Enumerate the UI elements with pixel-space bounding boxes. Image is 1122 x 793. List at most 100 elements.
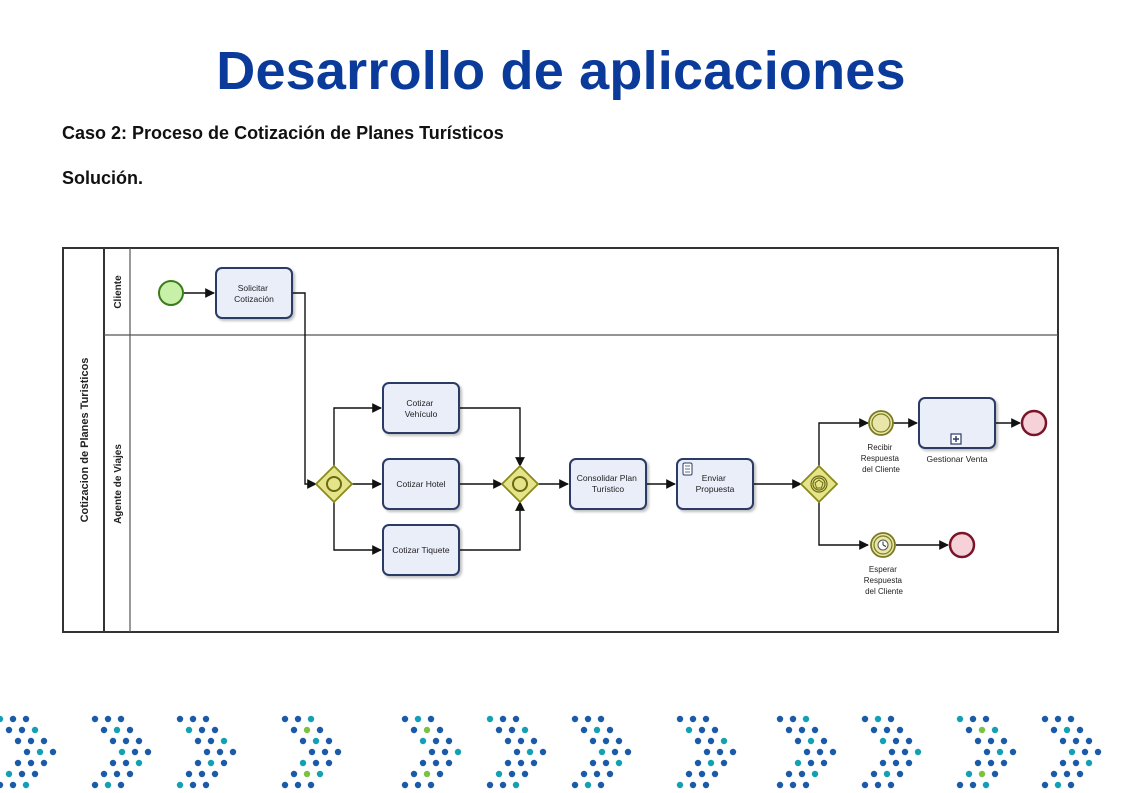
svg-text:Esperar Respuesta: Esperar Respuesta del Cliente [864,565,904,596]
pattern-dot [811,770,819,778]
pattern-dot [131,748,139,756]
pattern-dot [194,759,202,767]
pattern-dot [495,726,503,734]
pattern-dot [887,715,895,723]
pattern-dot [956,781,964,789]
pattern-dot [1081,748,1089,756]
pattern-dot [711,770,719,778]
pattern-dot [676,781,684,789]
pattern-dot [676,715,684,723]
subprocess-plus-icon [950,433,962,445]
pattern-dot [978,726,986,734]
pattern-dot [316,726,324,734]
pattern-dot [1054,781,1062,789]
pattern-dot [18,726,26,734]
pattern-dot [307,715,315,723]
case-subtitle: Caso 2: Proceso de Cotización de Planes … [62,123,504,143]
pattern-dot [694,737,702,745]
pattern-dot [689,715,697,723]
pattern-dot [615,759,623,767]
pattern-dot [508,726,516,734]
event-label: Recibir [867,443,892,452]
pattern-dot [401,715,409,723]
pattern-dot [508,770,516,778]
pattern-dot [117,781,125,789]
pattern-dot [883,726,891,734]
pattern-dot [499,781,507,789]
pattern-dot [410,770,418,778]
pattern-dot [794,759,802,767]
pattern-dot [316,770,324,778]
pattern-dot [22,781,30,789]
pattern-dot [118,748,126,756]
pattern-dot [294,715,302,723]
pattern-dot [1063,770,1071,778]
pattern-dot [789,715,797,723]
pattern-dot [996,748,1004,756]
svg-text:Gestionar Venta: Gestionar Venta [927,454,988,464]
pattern-dot [513,748,521,756]
event-label: Esperar [869,565,897,574]
lane-label-agente: Agente de Viajes [113,444,124,524]
pattern-dot [707,737,715,745]
pattern-dot [874,715,882,723]
pattern-dot [539,748,547,756]
pattern-dot [504,737,512,745]
pattern-dot [499,715,507,723]
event-label: del Cliente [865,587,903,596]
svg-text:Cotizar Hotel: Cotizar Hotel [396,479,445,489]
pattern-dot [281,715,289,723]
pattern-dot [419,737,427,745]
pattern-dot [685,726,693,734]
pattern-dot [598,748,606,756]
pattern-dot [22,715,30,723]
pattern-dot [432,737,440,745]
pattern-dot [202,781,210,789]
pattern-dot [914,748,922,756]
pattern-dot [720,759,728,767]
task-label: Solicitar [238,283,268,293]
pattern-dot [584,715,592,723]
pattern-dot [987,759,995,767]
pattern-dot [0,781,4,789]
lane-label-cliente: Cliente [113,275,124,309]
event-label: Respuesta [861,454,900,463]
task-cotizar-vehiculo: Cotizar Vehículo [382,382,460,434]
pattern-dot [414,781,422,789]
pattern-dot [820,737,828,745]
pattern-dot [965,770,973,778]
pattern-dot [427,781,435,789]
pattern-dot [521,726,529,734]
parallel-gateway-split [314,464,354,504]
pattern-dot [436,726,444,734]
pattern-dot [589,737,597,745]
pattern-dot [113,726,121,734]
pattern-dot [1072,737,1080,745]
pattern-dot [1076,770,1084,778]
parallel-gateway-join [500,464,540,504]
pattern-dot [1068,748,1076,756]
pattern-dot [517,759,525,767]
pattern-dot [901,748,909,756]
pattern-dot [1085,737,1093,745]
pattern-dot [874,781,882,789]
pattern-dot [445,737,453,745]
pattern-dot [23,748,31,756]
pattern-dot [956,715,964,723]
task-label: Cotizar [406,398,433,408]
pattern-dot [211,770,219,778]
event-label: Respuesta [864,576,903,585]
svg-text:Solicitar Cotización: Solicitar Cotización [234,283,274,304]
pattern-dot [698,726,706,734]
pattern-dot [401,781,409,789]
pattern-dot [198,770,206,778]
pattern-dot [294,781,302,789]
pattern-dot [905,759,913,767]
pattern-dot [1041,781,1049,789]
pattern-dot [1067,781,1075,789]
pattern-dot [512,781,520,789]
message-catch-event: Recibir Respuesta del Cliente [861,410,900,474]
pattern-dot [504,759,512,767]
pattern-dot [91,715,99,723]
